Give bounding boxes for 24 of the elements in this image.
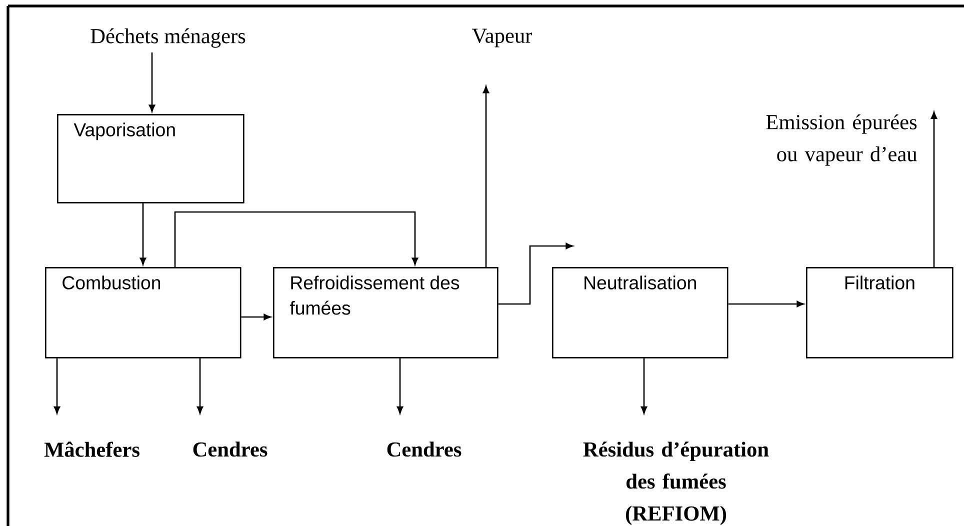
arrow bbox=[196, 358, 204, 414]
arrow bbox=[241, 314, 272, 320]
arrow bbox=[54, 358, 60, 414]
arrow bbox=[174, 211, 418, 267]
flow-label: Vapeur bbox=[472, 28, 532, 48]
arrow bbox=[396, 358, 404, 414]
process-box: Vaporisation bbox=[57, 114, 244, 204]
process-box: Neutralisation bbox=[552, 267, 728, 358]
arrow bbox=[498, 242, 574, 305]
process-box: Combustion bbox=[45, 267, 242, 358]
flow-label: Emission épurées ou vapeur d’eau bbox=[766, 114, 917, 166]
arrow bbox=[930, 112, 938, 267]
process-box: Refroidissement des fumées bbox=[273, 267, 498, 358]
output-label: Mâchefers bbox=[44, 442, 140, 457]
arrow bbox=[482, 86, 490, 267]
flow-label: Déchets ménagers bbox=[90, 28, 246, 48]
arrow bbox=[640, 358, 648, 414]
output-label: Résidus d’épuration des fumées (REFIOM) bbox=[583, 442, 769, 526]
output-label: Cendres bbox=[193, 442, 268, 457]
arrow bbox=[140, 203, 146, 266]
arrow bbox=[148, 52, 156, 112]
output-label: Cendres bbox=[387, 442, 462, 457]
process-box: Filtration bbox=[806, 267, 954, 358]
arrow bbox=[728, 300, 804, 308]
